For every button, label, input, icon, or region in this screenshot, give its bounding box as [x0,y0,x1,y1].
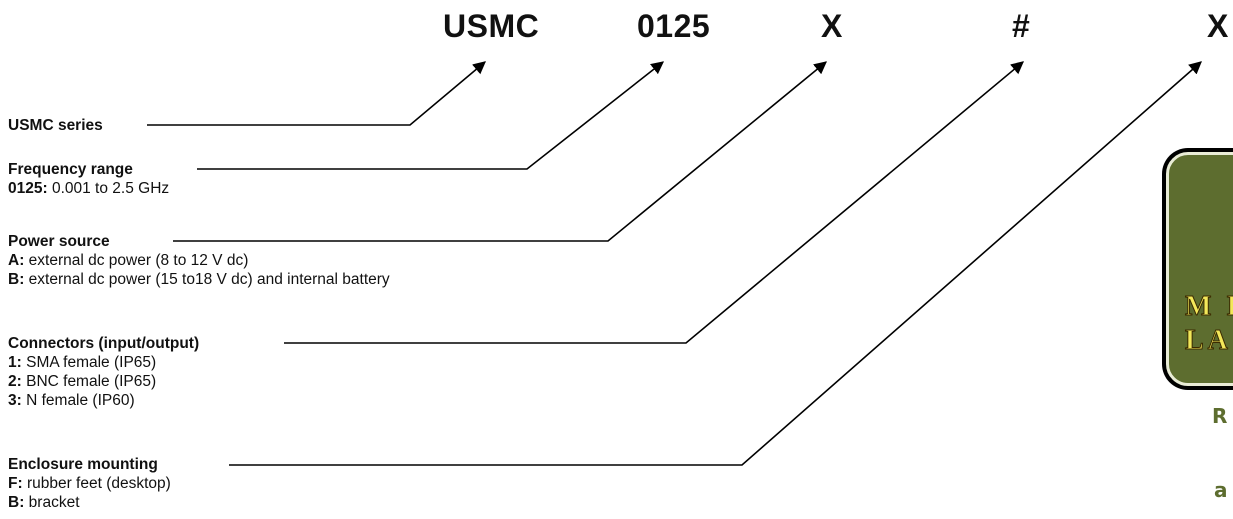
code-connectors: # [1012,8,1031,44]
section-mounting: Enclosure mounting F: rubber feet (deskt… [8,455,171,512]
section-series: USMC series [8,116,103,135]
option-item: B: bracket [8,494,80,511]
section-power: Power source A: external dc power (8 to … [8,232,390,289]
logo-text-line1: M I [1184,291,1233,322]
option-item: F: rubber feet (desktop) [8,475,171,492]
logo-caption-2: a [1214,478,1228,502]
code-series: USMC [443,8,540,44]
section-title: Power source [8,233,110,250]
company-logo: M I LA [1162,148,1233,390]
code-mounting: X [1207,8,1229,44]
option-item: B: external dc power (15 to18 V dc) and … [8,271,390,288]
section-connectors: Connectors (input/output) 1: SMA female … [8,334,199,410]
option-item: 3: N female (IP60) [8,392,135,409]
option-item: 2: BNC female (IP65) [8,373,157,390]
leader-line-frequency [197,61,665,170]
code-frequency: 0125 [637,8,711,44]
option-item: 1: SMA female (IP65) [8,354,157,371]
logo-badge: M I LA [1166,152,1233,386]
section-title: Frequency range [8,161,133,178]
section-title: USMC series [8,117,103,134]
code-power: X [821,8,843,44]
section-title: Enclosure mounting [8,456,158,473]
logo-caption-1: R [1212,404,1228,428]
option-item: 0125: 0.001 to 2.5 GHz [8,180,170,197]
leader-line-connectors [284,61,1024,344]
leader-line-mounting [229,61,1202,466]
logo-text-line2: LA [1185,325,1232,356]
section-title: Connectors (input/output) [8,335,200,352]
leader-line-series [147,61,486,126]
option-item: A: external dc power (8 to 12 V dc) [8,252,249,269]
leader-line-power [173,61,827,242]
section-frequency: Frequency range 0125: 0.001 to 2.5 GHz [8,160,169,198]
